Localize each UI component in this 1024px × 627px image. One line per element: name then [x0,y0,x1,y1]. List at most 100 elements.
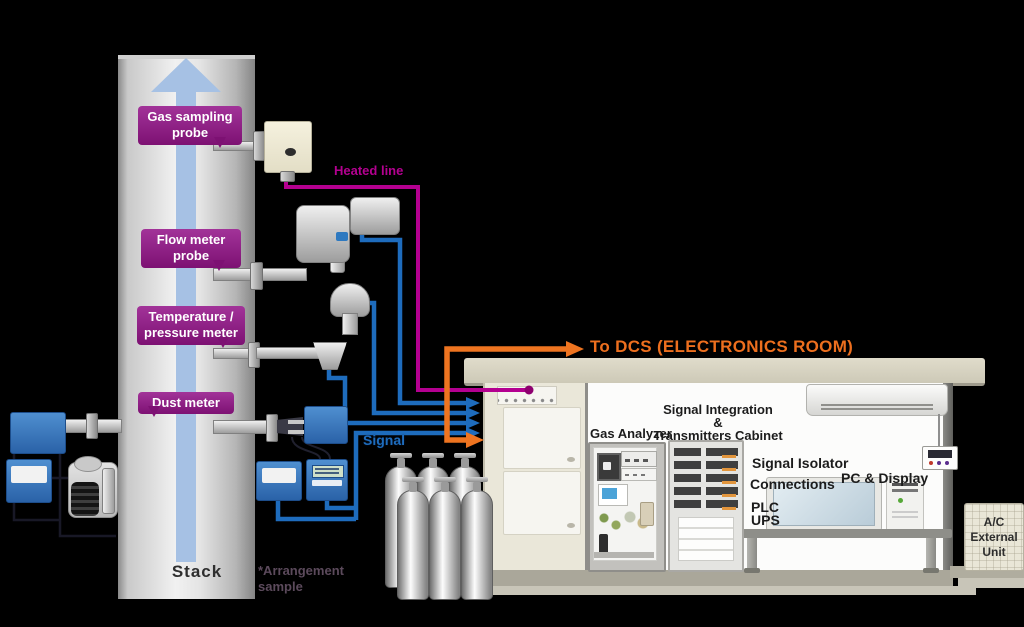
desk-leg [747,538,757,570]
dust-meter-rod-bottom [288,430,306,434]
probe-housing-port [285,148,296,156]
door-handle [567,523,575,528]
transmitters-rack [670,442,742,567]
sample-pump-tube [102,468,115,514]
analyzer-module-window [603,462,611,470]
signal-arrowhead [466,417,480,429]
signal-arrowhead [466,407,480,419]
left-transmitter-panel [11,466,47,483]
to-dcs-label: To DCS (ELECTRONICS ROOM) [590,337,854,356]
desk-foot [744,568,760,573]
dcs-line [444,346,568,443]
temp-sensor-head [330,283,370,317]
integration-cabinet-label-line2: & [713,415,723,430]
sample-pump-dome [74,456,102,472]
pc-drive-slot [892,489,918,492]
label-temperature-pressure-meter: Temperature / pressure meter [137,306,245,347]
pc-display-label: PC & Display [841,470,929,486]
signal-line-flow [359,233,466,406]
integration-cabinet-label-line1: Signal Integration [663,402,773,417]
field-wire [58,432,116,538]
gas-cylinder [397,477,429,600]
shelter-door-upper [503,407,581,469]
signal-line-pressure [326,366,466,426]
dust-meter-flange [266,414,278,442]
gas-sampling-probe-housing [264,121,312,173]
label-dust-meter: Dust meter [138,392,234,418]
analyzer-module-mid [621,468,657,481]
plc-label: PLC [751,499,779,515]
integration-cabinet-label-line3: Transmitters Cabinet [653,428,783,443]
shelter-foundation [464,570,953,586]
gas-sampling-probe-outlet [280,171,295,182]
arrangement-note: *Arrangement sample [258,563,344,595]
cabinet-drawers [678,517,734,561]
heated-line [284,179,528,392]
label-gas-sampling-probe: Gas sampling probe [138,106,242,147]
connections-label: Connections [750,476,835,492]
left-transmitter [6,459,52,503]
desk-leg [926,538,936,570]
desk-foot [923,568,939,573]
door-handle [567,457,575,462]
gas-analyzer-cabinet [588,442,666,572]
signal-line-dust [353,430,466,520]
signal-line-temp [362,300,466,416]
signal-line-dust-b [275,497,356,522]
dust-transmitter-b-display [312,465,344,478]
stack-flow-arrow-head [151,58,221,92]
flow-meter-probe-flange [250,262,263,290]
dust-transmitter-b-keys [312,480,342,486]
terminal-row [674,487,738,497]
pc-tower [886,476,924,532]
dcs-arrowhead [466,432,484,448]
ac-external-unit-label: A/C External Unit [970,514,1018,559]
shelter-foundation-slab [478,586,976,595]
pc-monitor [766,477,882,531]
shelter-door-lower [503,471,581,535]
ac-thermostat-display [928,450,952,458]
dust-meter-wire [301,436,331,460]
transmitters-cabinet [668,440,744,572]
ac-indoor-unit [806,384,948,416]
pc-drive-slot [892,483,918,486]
analyzer-screen [602,488,617,499]
pc-power-led [898,498,903,503]
dust-transmitter-a-panel [262,468,296,483]
ups-label: UPS [751,512,780,528]
label-flow-meter-probe: Flow meter probe [141,229,241,270]
analyzer-bottle [599,534,608,556]
thermostat-button [945,461,949,465]
dcs-arrowhead [566,341,584,357]
terminal-row [674,448,738,458]
dust-transmitter-a [256,461,302,501]
stack-label: Stack [171,562,223,581]
thermostat-button [937,461,941,465]
gas-analyzer-label: Gas Analyzer [590,426,672,441]
pc-monitor-screen [773,482,875,526]
analyzer-screen-panel [598,484,628,506]
left-probe-flange [86,413,98,439]
signal-isolator-label: Signal Isolator [752,455,849,471]
analyzer-module-top [621,451,657,467]
signal-label: Signal [363,432,406,448]
terminal-row [674,474,738,484]
pc-vent-line [892,516,918,518]
terminal-row [674,461,738,471]
ac-external-unit: A/C External Unit [964,503,1024,571]
dust-meter-wire [291,436,321,460]
gas-cylinder [461,477,493,600]
analyzer-cabinet-base [594,552,654,558]
desk [737,529,952,538]
heated-line-label: Heated line [334,163,404,178]
thermostat-button [929,461,933,465]
heated-line-terminal [524,385,534,395]
dust-transmitter-b [306,459,348,501]
dust-meter-rod-top [288,420,306,424]
temp-sensor-neck [342,313,358,335]
flow-meter-transmitter [350,197,400,235]
terminal-row [674,500,738,510]
sample-pump-filter [71,482,99,516]
integration-cabinet-label: Signal Integration & Transmitters Cabine… [648,403,788,442]
